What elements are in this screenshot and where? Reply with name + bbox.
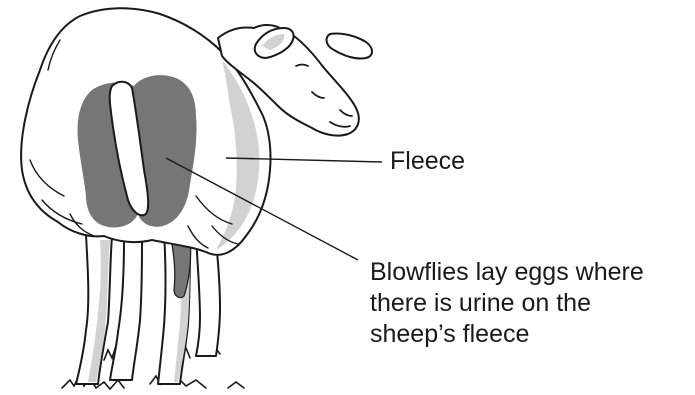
blowfly-label-line-3: sheep’s fleece	[370, 319, 644, 350]
fleece-label: Fleece	[390, 146, 465, 177]
blowfly-label-line-1: Blowflies lay eggs where	[370, 257, 644, 288]
sheep-back-ear	[327, 33, 372, 58]
blowfly-label: Blowflies lay eggs where there is urine …	[370, 257, 644, 350]
blowfly-label-line-2: there is urine on the	[370, 288, 644, 319]
